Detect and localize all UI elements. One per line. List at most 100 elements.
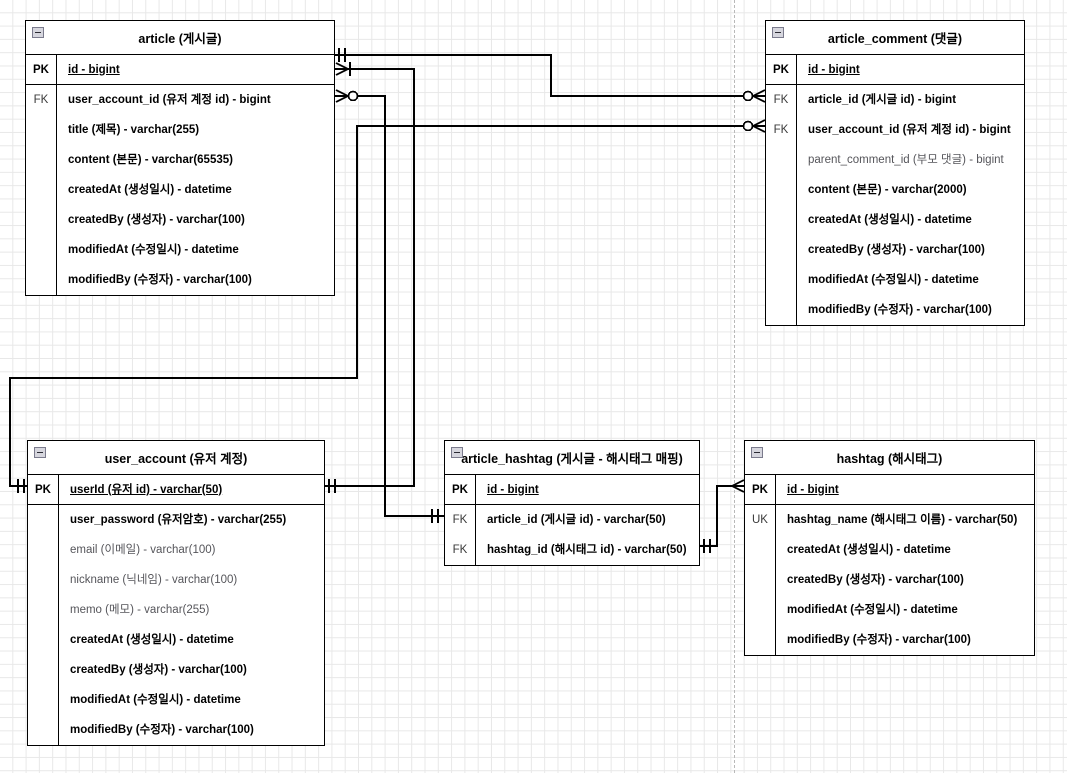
entity-article_hashtag[interactable]: article_hashtag (게시글 - 해시태그 매핑) PK id - bi…	[444, 440, 700, 566]
wire-article-to-article-hashtag	[335, 95, 444, 517]
field-row[interactable]: createdAt (생성일시) - datetime	[28, 625, 324, 655]
marker-one-and-only-one-article-hashtag-article-id	[431, 509, 439, 523]
field-name: modifiedBy (수정자) - varchar(100)	[796, 295, 1024, 325]
field-name: nickname (닉네임) - varchar(100)	[58, 565, 324, 595]
field-name: modifiedAt (수정일시) - datetime	[56, 235, 334, 265]
field-key-badge: FK	[452, 544, 468, 556]
minus-box-icon[interactable]	[32, 27, 44, 38]
marker-one-and-only-one-user-account-right	[328, 479, 336, 493]
entity-title-label: article (게시글)	[138, 32, 222, 46]
field-name: title (제목) - varchar(255)	[56, 115, 334, 145]
field-row[interactable]: createdBy (생성자) - varchar(100)	[28, 655, 324, 685]
field-row[interactable]: email (이메일) - varchar(100)	[28, 535, 324, 565]
field-name: createdAt (생성일시) - datetime	[775, 535, 1034, 565]
entity-title-article_hashtag: article_hashtag (게시글 - 해시태그 매핑)	[445, 441, 699, 475]
minus-box-icon[interactable]	[772, 27, 784, 38]
marker-zero-or-many-article-comment-article-id	[742, 89, 766, 103]
field-name: article_id (게시글 id) - varchar(50)	[475, 505, 699, 535]
field-name: modifiedBy (수정자) - varchar(100)	[775, 625, 1034, 655]
field-key-badge: PK	[33, 63, 49, 76]
field-key-badge: FK	[773, 94, 789, 106]
field-name: article_id (게시글 id) - bigint	[796, 85, 1024, 115]
field-row[interactable]: PK userId (유저 id) - varchar(50)	[28, 474, 324, 505]
field-key-badge: PK	[752, 483, 768, 496]
field-name: id - bigint	[56, 54, 334, 85]
field-name: userId (유저 id) - varchar(50)	[58, 474, 324, 505]
field-row[interactable]: content (본문) - varchar(2000)	[766, 175, 1024, 205]
field-row[interactable]: modifiedAt (수정일시) - datetime	[28, 685, 324, 715]
marker-one-and-only-one-user-account-left	[17, 479, 25, 493]
field-row[interactable]: createdAt (생성일시) - datetime	[766, 205, 1024, 235]
field-key-badge: FK	[452, 514, 468, 526]
field-name: email (이메일) - varchar(100)	[58, 535, 324, 565]
field-name: parent_comment_id (부모 댓글) - bigint	[796, 145, 1024, 175]
field-row[interactable]: parent_comment_id (부모 댓글) - bigint	[766, 145, 1024, 175]
field-row[interactable]: modifiedBy (수정자) - varchar(100)	[766, 295, 1024, 325]
field-name: createdAt (생성일시) - datetime	[796, 205, 1024, 235]
field-row[interactable]: content (본문) - varchar(65535)	[26, 145, 334, 175]
field-row[interactable]: createdBy (생성자) - varchar(100)	[766, 235, 1024, 265]
field-key-badge: PK	[773, 63, 789, 76]
field-row[interactable]: modifiedBy (수정자) - varchar(100)	[745, 625, 1034, 655]
marker-one-and-only-one-article-hashtag-hashtag-id	[703, 539, 711, 553]
field-key-badge: PK	[452, 483, 468, 496]
field-row[interactable]: modifiedBy (수정자) - varchar(100)	[28, 715, 324, 745]
field-name: createdAt (생성일시) - datetime	[56, 175, 334, 205]
field-name: modifiedAt (수정일시) - datetime	[796, 265, 1024, 295]
field-row[interactable]: memo (메모) - varchar(255)	[28, 595, 324, 625]
field-key-badge: PK	[35, 483, 51, 496]
field-name: createdBy (생성자) - varchar(100)	[775, 565, 1034, 595]
field-name: modifiedAt (수정일시) - datetime	[58, 685, 324, 715]
field-row[interactable]: modifiedBy (수정자) - varchar(100)	[26, 265, 334, 295]
minus-box-icon[interactable]	[34, 447, 46, 458]
field-name: memo (메모) - varchar(255)	[58, 595, 324, 625]
field-name: id - bigint	[796, 54, 1024, 85]
field-name: content (본문) - varchar(65535)	[56, 145, 334, 175]
field-row[interactable]: modifiedAt (수정일시) - datetime	[26, 235, 334, 265]
marker-zero-or-many-article-hashtag-side	[335, 89, 359, 103]
field-name: hashtag_id (해시태그 id) - varchar(50)	[475, 535, 699, 565]
field-name: user_account_id (유저 계정 id) - bigint	[796, 115, 1024, 145]
entity-title-label: hashtag (해시태그)	[836, 452, 943, 466]
field-name: modifiedBy (수정자) - varchar(100)	[56, 265, 334, 295]
entity-title-article: article (게시글)	[26, 21, 334, 55]
field-row[interactable]: createdBy (생성자) - varchar(100)	[26, 205, 334, 235]
entity-title-label: user_account (유저 계정)	[104, 452, 248, 466]
field-row[interactable]: PK id - bigint	[445, 474, 699, 505]
field-name: id - bigint	[475, 474, 699, 505]
marker-zero-or-many-article-comment-user-account-id	[742, 119, 766, 133]
entity-title-label: article_comment (댓글)	[827, 32, 963, 46]
field-list: PK userId (유저 id) - varchar(50)user_passw…	[28, 474, 324, 745]
entity-user_account[interactable]: user_account (유저 계정) PK userId (유저 id) - v…	[27, 440, 325, 746]
wire-article-hashtag-to-hashtag	[700, 485, 744, 547]
field-row[interactable]: PK id - bigint	[766, 54, 1024, 85]
field-row[interactable]: modifiedAt (수정일시) - datetime	[745, 595, 1034, 625]
field-row[interactable]: createdBy (생성자) - varchar(100)	[745, 565, 1034, 595]
entity-title-article_comment: article_comment (댓글)	[766, 21, 1024, 55]
field-row[interactable]: title (제목) - varchar(255)	[26, 115, 334, 145]
minus-box-icon[interactable]	[451, 447, 463, 458]
field-row[interactable]: user_password (유저암호) - varchar(255)	[28, 505, 324, 535]
field-row[interactable]: FK article_id (게시글 id) - varchar(50)	[445, 505, 699, 535]
field-row[interactable]: FK article_id (게시글 id) - bigint	[766, 85, 1024, 115]
field-row[interactable]: FK hashtag_id (해시태그 id) - varchar(50)	[445, 535, 699, 565]
minus-box-icon[interactable]	[751, 447, 763, 458]
field-row[interactable]: createdAt (생성일시) - datetime	[26, 175, 334, 205]
field-row[interactable]: nickname (닉네임) - varchar(100)	[28, 565, 324, 595]
field-row[interactable]: createdAt (생성일시) - datetime	[745, 535, 1034, 565]
field-row[interactable]: modifiedAt (수정일시) - datetime	[766, 265, 1024, 295]
field-row[interactable]: PK id - bigint	[26, 54, 334, 85]
field-name: modifiedAt (수정일시) - datetime	[775, 595, 1034, 625]
field-name: content (본문) - varchar(2000)	[796, 175, 1024, 205]
